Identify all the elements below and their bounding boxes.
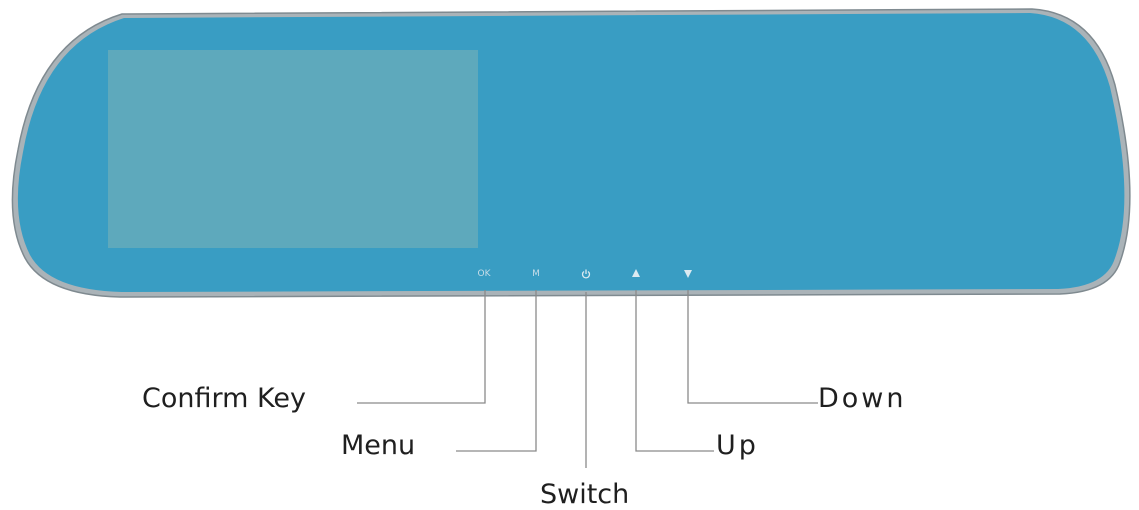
power-icon[interactable] — [581, 269, 591, 279]
label-menu: Menu — [341, 430, 416, 461]
triangle-down-icon[interactable] — [684, 270, 692, 278]
label-up: Up — [716, 430, 759, 461]
label-switch: Switch — [540, 479, 630, 510]
leader-line-confirm-key — [357, 290, 486, 404]
leader-line-menu — [456, 290, 537, 452]
leader-line-down — [687, 290, 818, 404]
label-down: Down — [818, 383, 907, 414]
label-confirm-key: Confirm Key — [142, 383, 306, 414]
display-screen — [108, 50, 478, 248]
ok-button[interactable]: OK — [477, 269, 491, 279]
menu-button[interactable]: M — [532, 269, 540, 279]
triangle-up-icon[interactable] — [632, 269, 640, 277]
leader-line-up — [635, 290, 714, 452]
